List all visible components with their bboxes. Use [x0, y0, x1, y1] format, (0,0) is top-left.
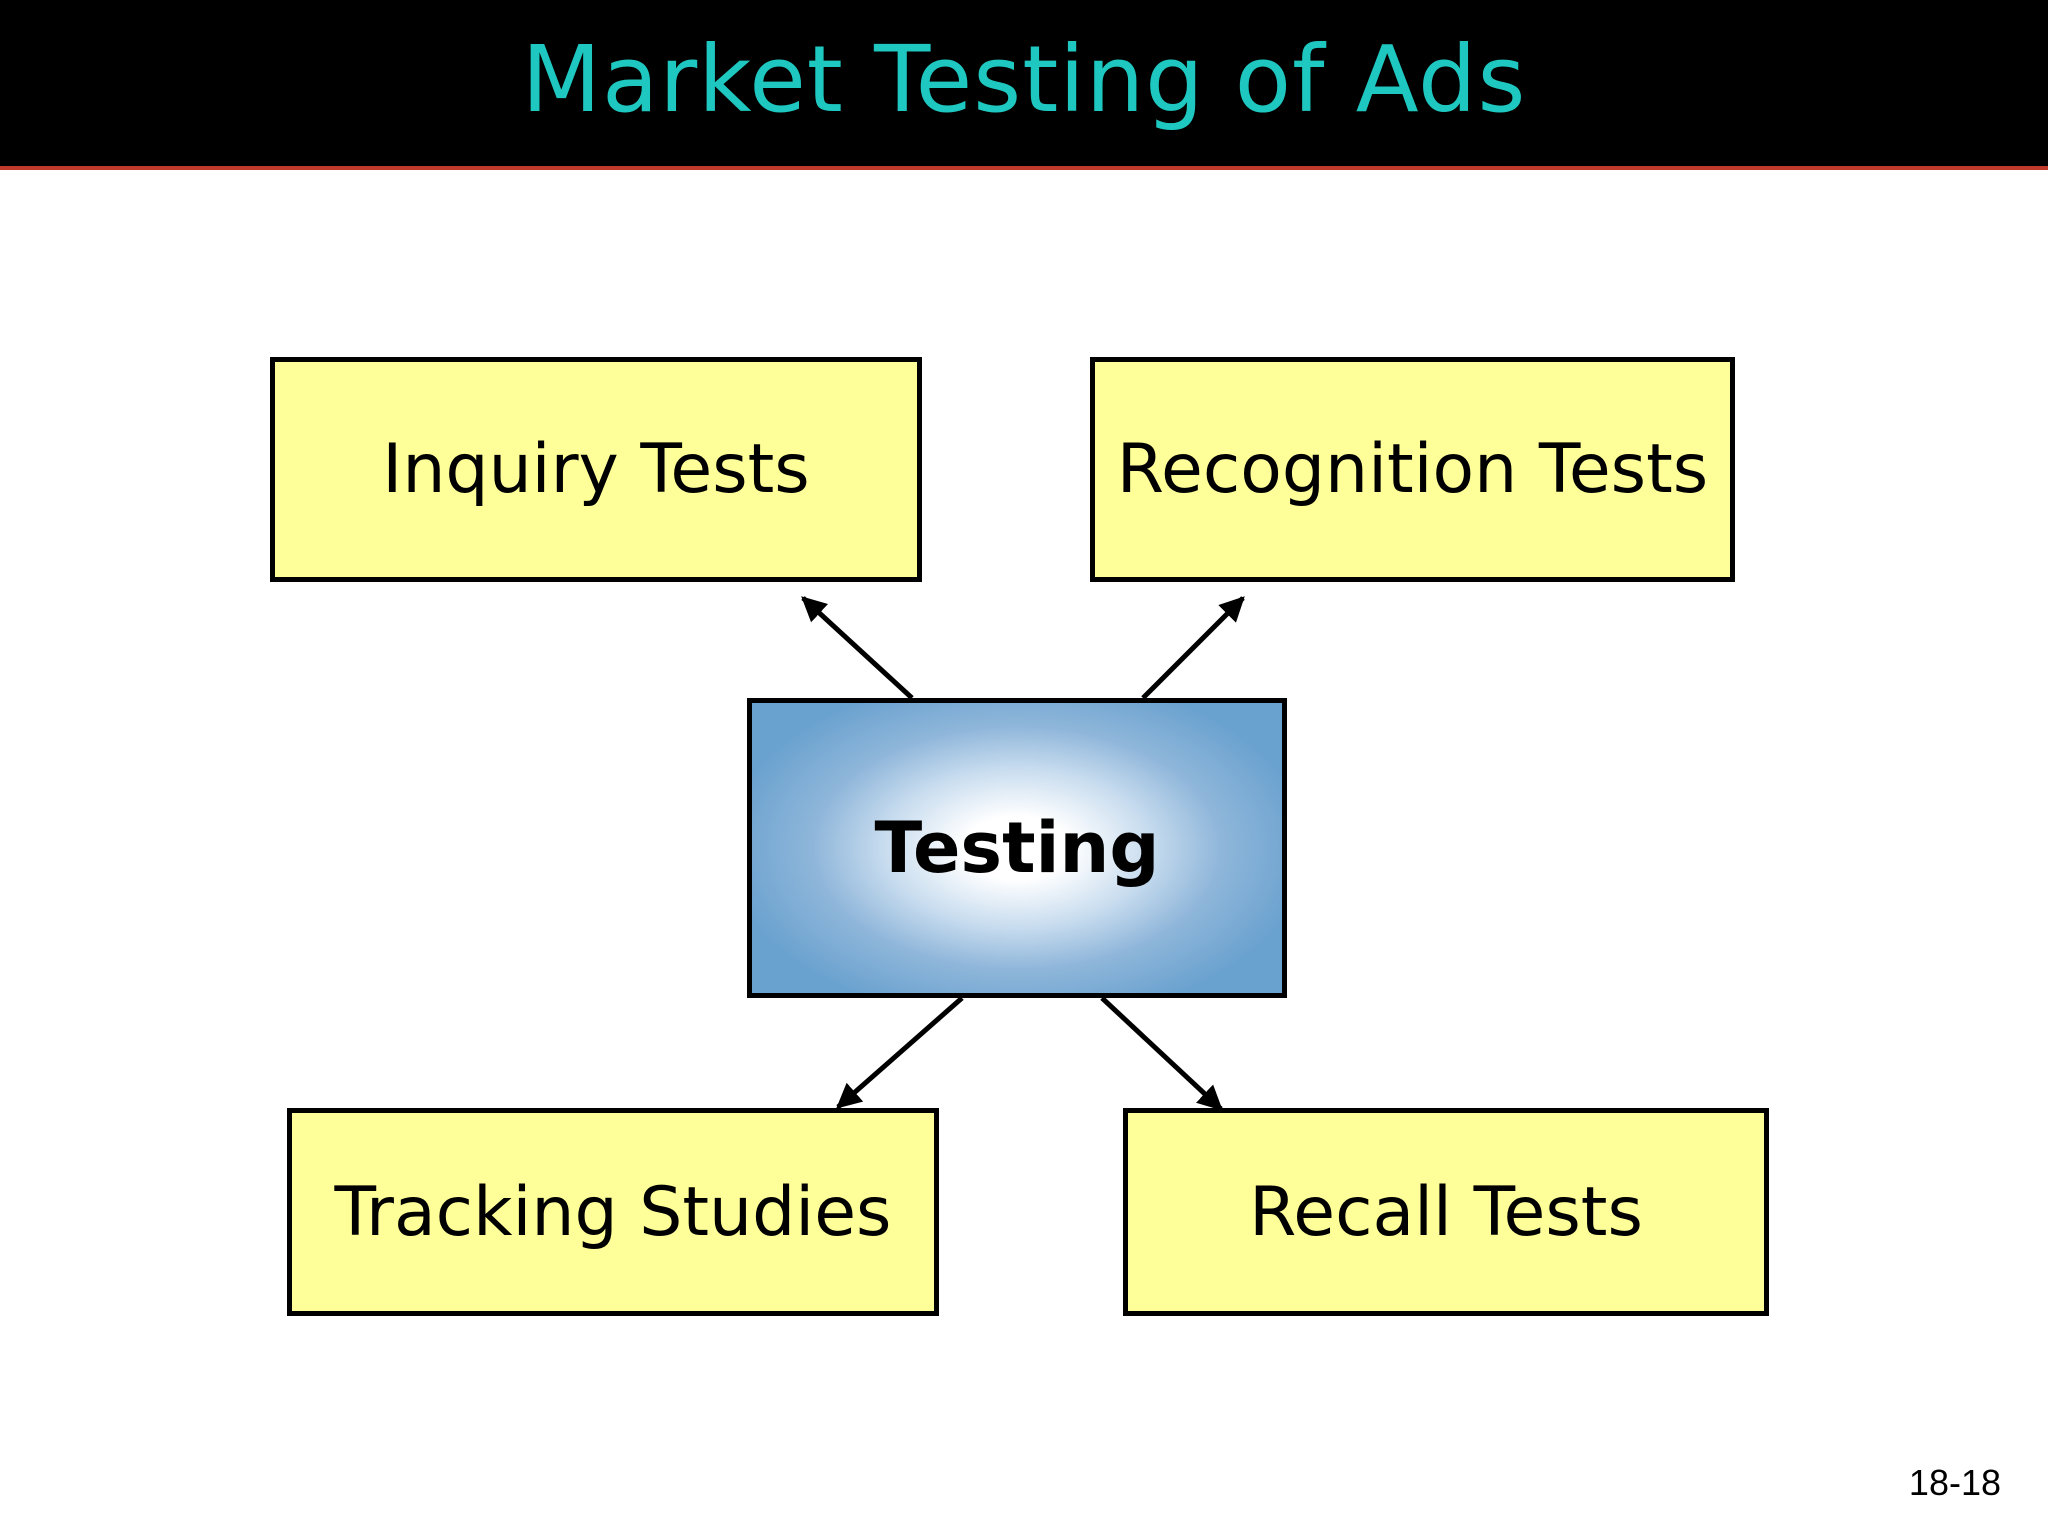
slide-title: Market Testing of Ads [521, 26, 1527, 133]
arrow-testing-to-inquiry [801, 596, 914, 700]
node-recall-tests: Recall Tests [1123, 1108, 1769, 1316]
node-recognition-tests: Recognition Tests [1090, 357, 1735, 582]
page-number: 18-18 [1908, 1462, 2001, 1503]
node-inquiry-tests-label: Inquiry Tests [382, 430, 810, 509]
node-testing: Testing [747, 698, 1287, 998]
node-recall-tests-label: Recall Tests [1249, 1172, 1643, 1252]
node-testing-label: Testing [874, 807, 1160, 889]
node-tracking-studies: Tracking Studies [287, 1108, 939, 1316]
arrow-testing-to-tracking [836, 996, 964, 1109]
node-recognition-tests-label: Recognition Tests [1116, 430, 1709, 509]
arrow-testing-to-recognition [1141, 596, 1245, 700]
arrow-testing-to-recall [1100, 996, 1223, 1111]
title-bar: Market Testing of Ads [0, 0, 2048, 170]
node-tracking-studies-label: Tracking Studies [334, 1172, 892, 1252]
node-inquiry-tests: Inquiry Tests [270, 357, 922, 582]
